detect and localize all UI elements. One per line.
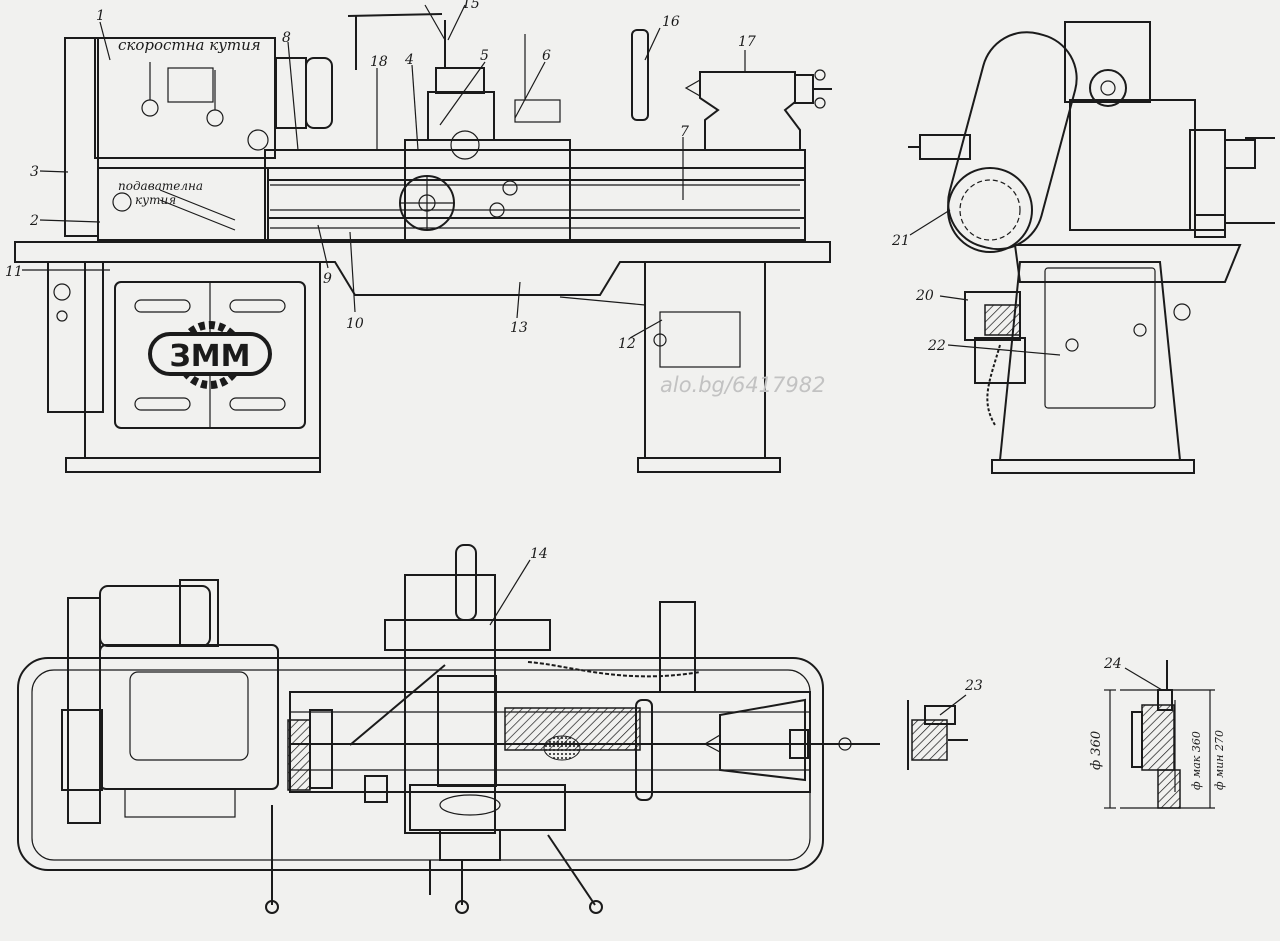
top-headstock bbox=[99, 644, 279, 790]
chip-tray bbox=[14, 241, 831, 296]
callout-2: 2 bbox=[29, 213, 39, 229]
detail-23 bbox=[907, 700, 968, 770]
top-bed bbox=[289, 691, 811, 793]
callout-3: 3 bbox=[30, 164, 39, 180]
top-carriage bbox=[404, 574, 496, 834]
apron bbox=[404, 139, 571, 241]
callout-22: 22 bbox=[927, 338, 946, 354]
callout-6: 6 bbox=[542, 48, 551, 64]
dim-max: ф мак 360 bbox=[1190, 731, 1203, 790]
dim-min: ф мин 270 bbox=[1213, 730, 1226, 790]
callout-23: 23 bbox=[964, 678, 983, 694]
callout-12: 12 bbox=[618, 336, 636, 352]
top-cross-slide bbox=[504, 707, 641, 751]
callout-9: 9 bbox=[323, 271, 332, 287]
dim-diameter: ф 360 bbox=[1089, 731, 1104, 770]
callout-21: 21 bbox=[891, 233, 910, 249]
top-view bbox=[17, 544, 880, 914]
feedbox-label-line2: кутия bbox=[135, 193, 176, 207]
left-cabinet bbox=[47, 261, 104, 413]
side-view bbox=[908, 21, 1275, 474]
logo-badge bbox=[148, 332, 272, 376]
callout-5: 5 bbox=[480, 48, 489, 64]
feed-box bbox=[97, 167, 269, 241]
callout-20: 20 bbox=[915, 288, 934, 304]
callout-7: 7 bbox=[680, 124, 689, 140]
feedbox-label-line1: подавателна bbox=[118, 179, 203, 193]
side-headstock bbox=[1069, 99, 1196, 231]
tailstock bbox=[699, 71, 801, 151]
callout-16: 16 bbox=[662, 14, 680, 30]
side-stand bbox=[998, 261, 1182, 461]
callout-4: 4 bbox=[404, 52, 414, 68]
detail-24: ф 360 ф мак 360 ф мин 270 bbox=[1089, 660, 1226, 809]
callout-8: 8 bbox=[282, 30, 291, 46]
callout-18: 18 bbox=[370, 54, 388, 70]
logo-text: ЗММ bbox=[169, 339, 250, 374]
gear-guard bbox=[947, 31, 1078, 251]
callout-17: 17 bbox=[738, 34, 756, 50]
callout-13: 13 bbox=[510, 320, 528, 336]
callout-1: 1 bbox=[96, 8, 105, 24]
right-pedestal bbox=[644, 261, 766, 459]
callout-11: 11 bbox=[5, 264, 23, 280]
gearbox-label: скоростна кутия bbox=[118, 36, 261, 54]
leader-lines bbox=[22, 4, 1163, 716]
front-view: ЗММ скоростна кутия подавателна кутия bbox=[14, 13, 832, 473]
top-outline bbox=[17, 657, 824, 871]
callout-15: 15 bbox=[462, 0, 480, 12]
callouts: 1 2 3 4 5 6 7 8 9 10 11 12 13 14 15 16 1… bbox=[5, 0, 1122, 694]
bed bbox=[264, 149, 806, 241]
callout-14: 14 bbox=[530, 546, 548, 562]
callout-10: 10 bbox=[346, 316, 364, 332]
callout-24: 24 bbox=[1103, 656, 1122, 672]
watermark: alo.bg/6417982 bbox=[660, 373, 826, 397]
